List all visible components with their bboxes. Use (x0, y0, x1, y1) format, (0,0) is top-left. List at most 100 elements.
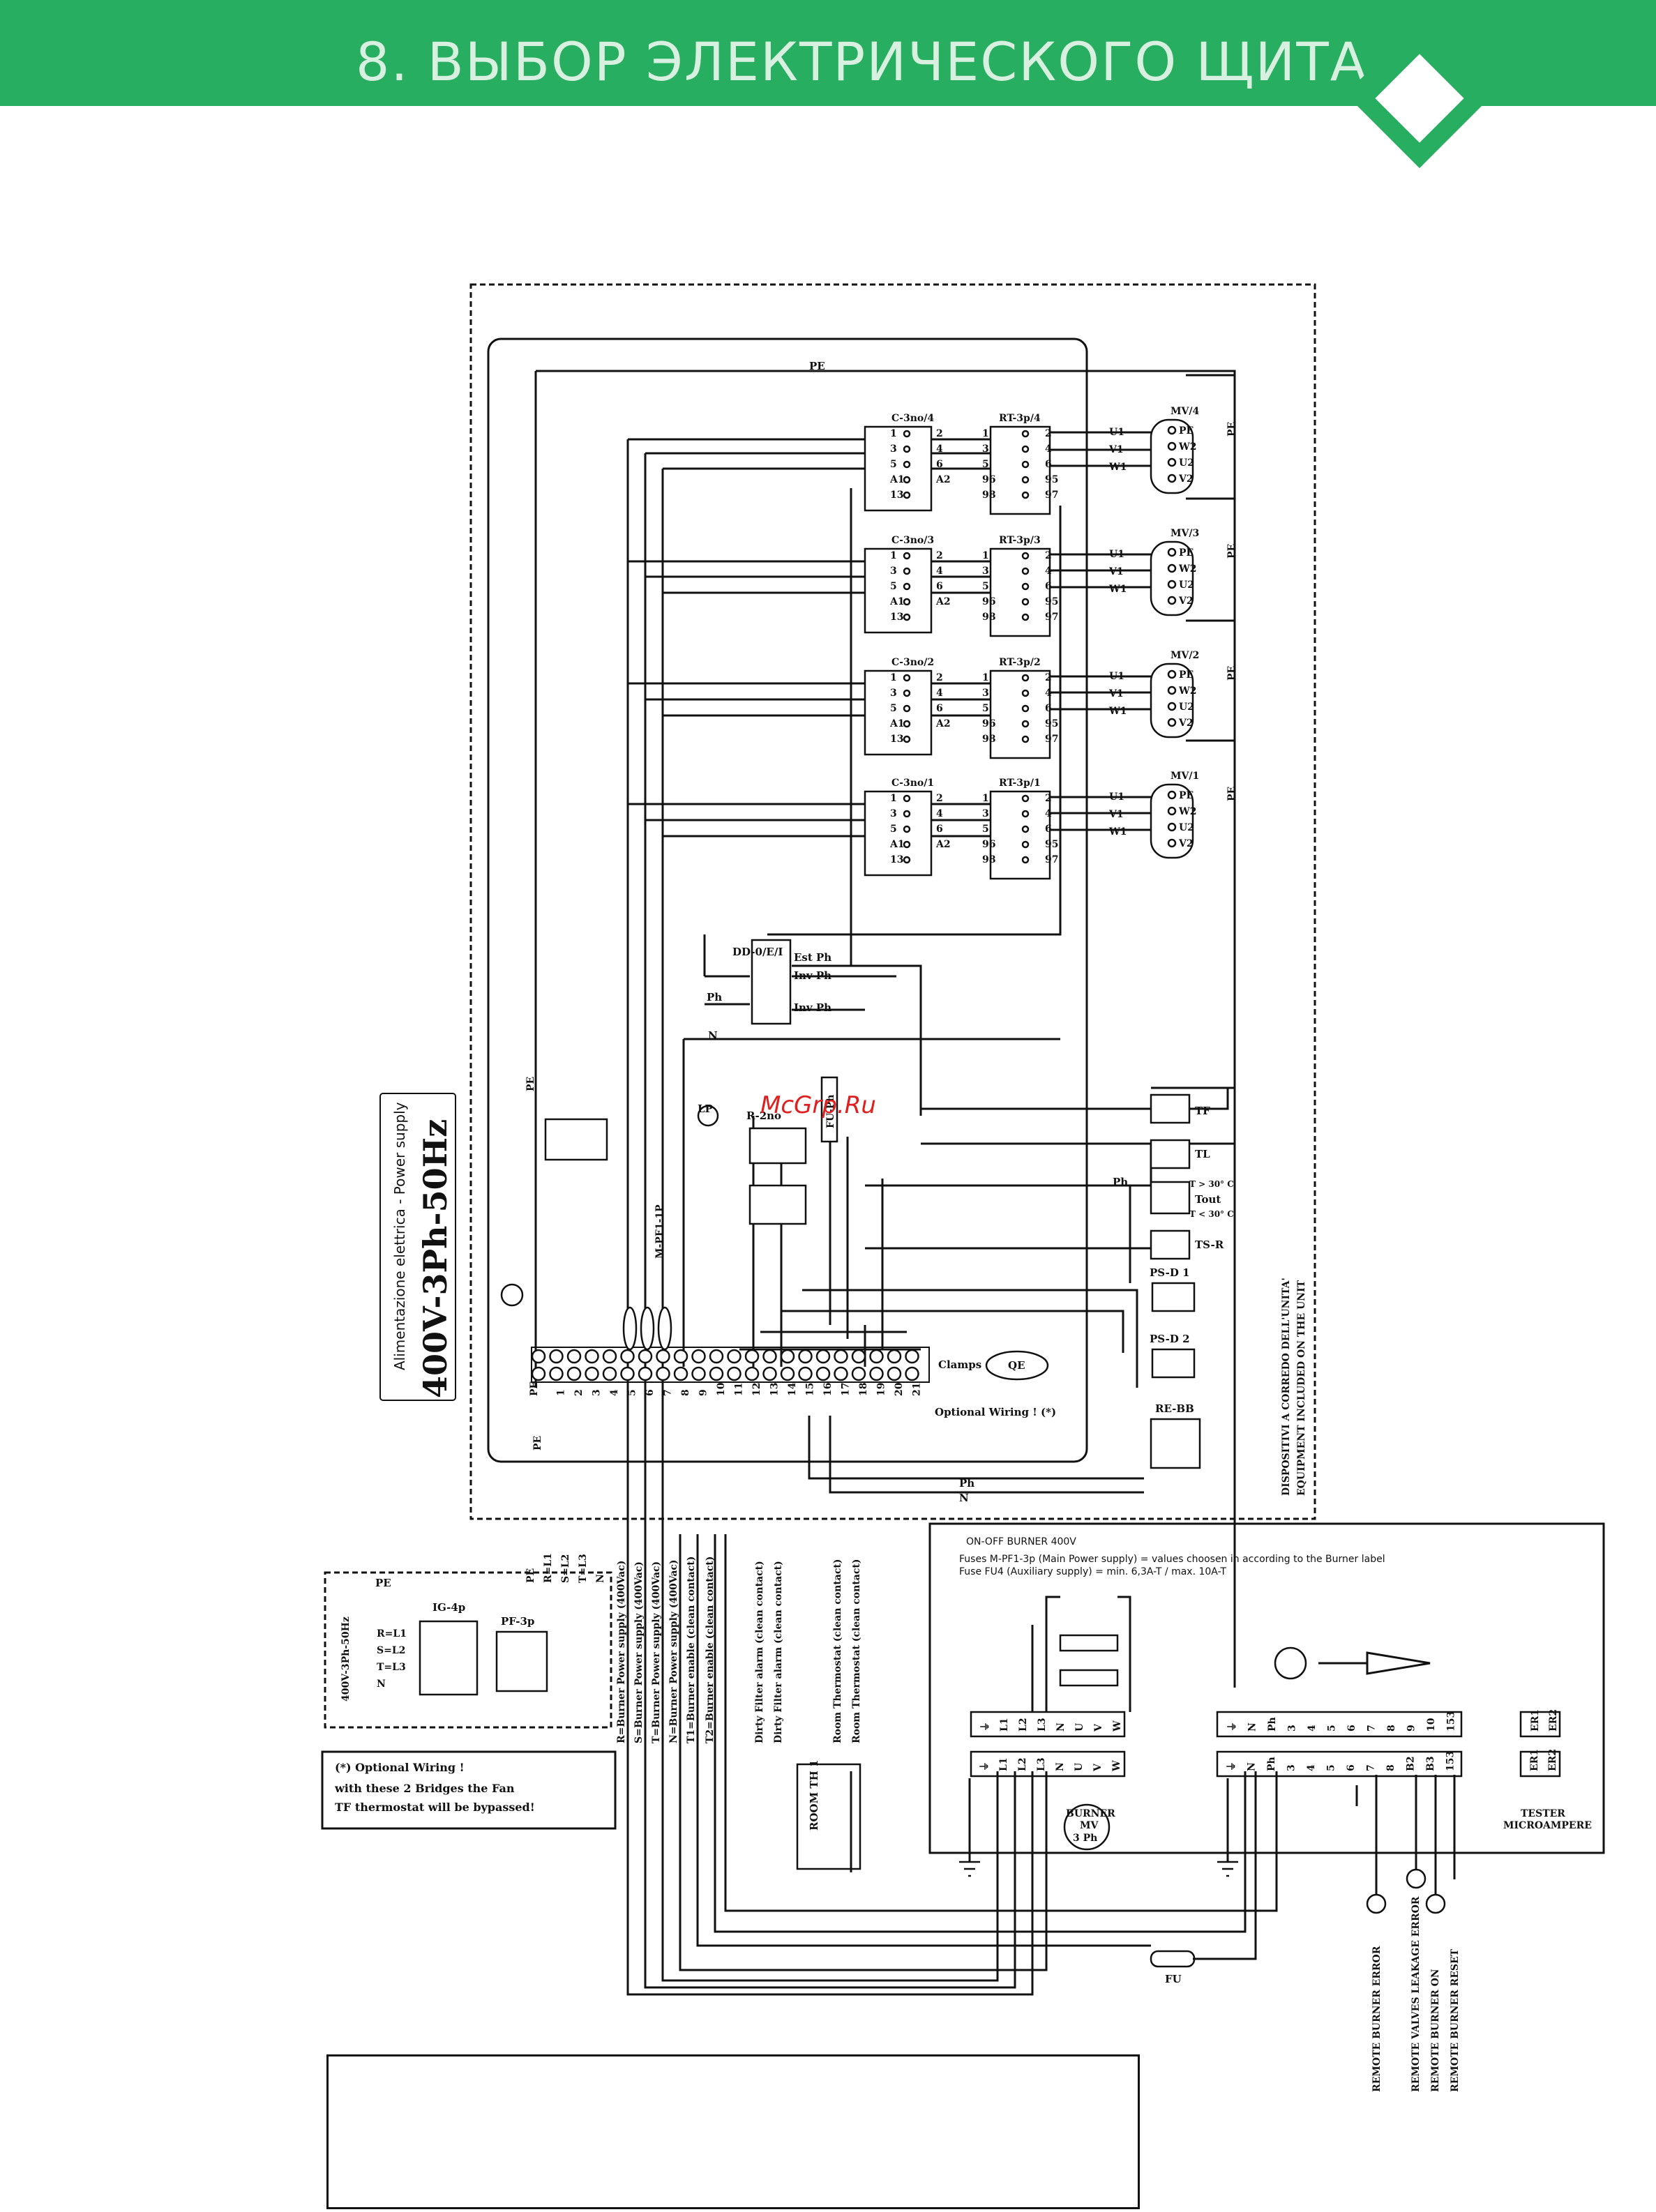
power-terminal-label: ⏚ (979, 1762, 991, 1771)
terminal-top (905, 1349, 919, 1364)
terminal-bottom (566, 1366, 582, 1381)
watermark: McGrp.Ru (760, 1091, 876, 1119)
mains-spec: 400V-3Ph-50Hz (340, 1616, 352, 1702)
contactor-block (864, 547, 933, 634)
terminal-top (549, 1349, 564, 1364)
fuse-fu-symbol (1150, 1950, 1196, 1968)
relay-r-coil (748, 1127, 807, 1165)
motor-terminal (1167, 547, 1177, 557)
aux-terminal-label: 10 (1426, 1718, 1437, 1732)
tester-terminal-label: ER2 (1547, 1749, 1558, 1771)
contactor-pin-left: 5 (890, 459, 897, 470)
power-terminal-label: U (1074, 1763, 1085, 1771)
motor-terminal (1167, 806, 1177, 816)
motor-terminal (1167, 425, 1177, 435)
relay-pin-right: 97 (1045, 490, 1058, 501)
contact-dot (1021, 856, 1030, 864)
contactor-pin-right: 6 (936, 824, 943, 835)
pressure-switch-2 (1151, 1348, 1196, 1379)
optional-label: Optional Wiring ! (*) (935, 1406, 1056, 1418)
contactor-block (864, 425, 933, 512)
contactor-pin-left: 3 (890, 688, 897, 699)
empty-notes-box (326, 2054, 1140, 2209)
tester-terminal-label: ER2 (1548, 1709, 1559, 1732)
aux-terminal-label: N (1247, 1762, 1258, 1771)
function-label: Dirty Filter alarm (clean contact) (773, 1561, 784, 1743)
aux-terminal-label: 4 (1306, 1764, 1317, 1771)
motor-label: MV/4 (1171, 406, 1199, 417)
thermostat-ts-r (1150, 1229, 1191, 1260)
contact-dot (903, 794, 911, 803)
terminal-top (780, 1349, 795, 1364)
aux-terminal-label: B2 (1406, 1756, 1417, 1771)
terminal-pe-label: PE (529, 1381, 540, 1396)
terminal-number: 17 (841, 1383, 852, 1396)
relay-r-contacts (748, 1184, 807, 1225)
function-label: T1=Burner enable (clean contact) (686, 1556, 697, 1743)
terminal-number: 21 (912, 1383, 923, 1396)
terminal-bottom (531, 1366, 546, 1381)
panel-inner-frame (487, 338, 1088, 1463)
ph-label-bottom: Ph (959, 1477, 974, 1490)
burner-fuses-2: Fuse FU4 (Auxiliary supply) = min. 6,3A-… (959, 1566, 1226, 1577)
relay-pin-left: 96 (982, 474, 995, 485)
ps1-label: PS-D 1 (1150, 1266, 1190, 1279)
contactor-label: C-3no/2 (891, 657, 934, 668)
lp-label: LP (698, 1103, 713, 1115)
contactor-pin-right: 4 (936, 808, 943, 819)
fuse-symbol (640, 1306, 655, 1351)
motor-pin-left: U1 (1109, 671, 1124, 682)
contactor-pin-left: 1 (890, 672, 897, 683)
relay-pin-left: 1 (982, 428, 989, 439)
function-label: N=Burner Power supply (400Vac) (668, 1559, 679, 1743)
motor-terminal (1167, 441, 1177, 451)
terminal-bottom (727, 1366, 742, 1381)
power-terminal-label: W (1112, 1720, 1123, 1732)
pe-wire-label: PE (532, 1436, 543, 1450)
relay-pin-right: 95 (1045, 718, 1058, 729)
motor-pin-left: V1 (1108, 688, 1124, 699)
motor-pin-left: U1 (1109, 791, 1124, 803)
aux-terminal-label: 4 (1307, 1725, 1318, 1732)
inv-ph-label-2: Inv Ph (794, 1001, 831, 1014)
power-terminal-label: N (1055, 1722, 1067, 1732)
relay-pin-left: 96 (982, 718, 995, 729)
relay-pin-right: 97 (1045, 612, 1058, 623)
contactor-pin-right: 6 (936, 581, 943, 592)
terminal-number: 7 (663, 1389, 674, 1396)
power-terminal-label: L3 (1036, 1757, 1047, 1771)
aux-terminal-label: 6 (1346, 1725, 1357, 1732)
terminal-top (638, 1349, 653, 1364)
terminal-number: 13 (769, 1383, 781, 1396)
aux-terminal-label: 3 (1287, 1725, 1298, 1732)
contactor-label: C-3no/1 (891, 778, 934, 789)
aux-terminal-label: 9 (1406, 1725, 1417, 1732)
terminal-number: 11 (734, 1383, 745, 1396)
function-label: T2=Burner enable (clean contact) (705, 1556, 716, 1743)
tout-label: Tout (1195, 1193, 1221, 1206)
motor-pin-right: W2 (1178, 563, 1196, 575)
contactor-pin-left: 3 (890, 444, 897, 455)
relay-pin-left: 1 (982, 550, 989, 561)
contact-dot (903, 735, 911, 743)
terminal-number: 15 (805, 1383, 816, 1396)
motor-pin-left: V1 (1108, 444, 1124, 455)
terminal-top (762, 1349, 777, 1364)
terminal-bottom (620, 1366, 635, 1381)
relay-label: RT-3p/2 (999, 657, 1041, 668)
contact-dot (1021, 720, 1030, 728)
motor-pin-right: U2 (1179, 579, 1194, 591)
motor-terminal (1167, 563, 1177, 573)
terminal-number: 12 (751, 1383, 762, 1396)
aux-terminal-label: ⏚ (1227, 1722, 1238, 1732)
n-label-bottom: N (959, 1492, 969, 1504)
motor-pin-right: W2 (1178, 685, 1196, 697)
contactor-pin-left: 1 (890, 428, 897, 439)
qe-label: QE (1008, 1359, 1025, 1372)
relay-pin-left: 5 (982, 581, 989, 592)
terminal-top (851, 1349, 866, 1364)
contact-dot (903, 825, 911, 833)
contact-dot (1021, 735, 1030, 743)
pe-label-top: PE (809, 360, 825, 372)
contact-dot (1021, 430, 1030, 438)
